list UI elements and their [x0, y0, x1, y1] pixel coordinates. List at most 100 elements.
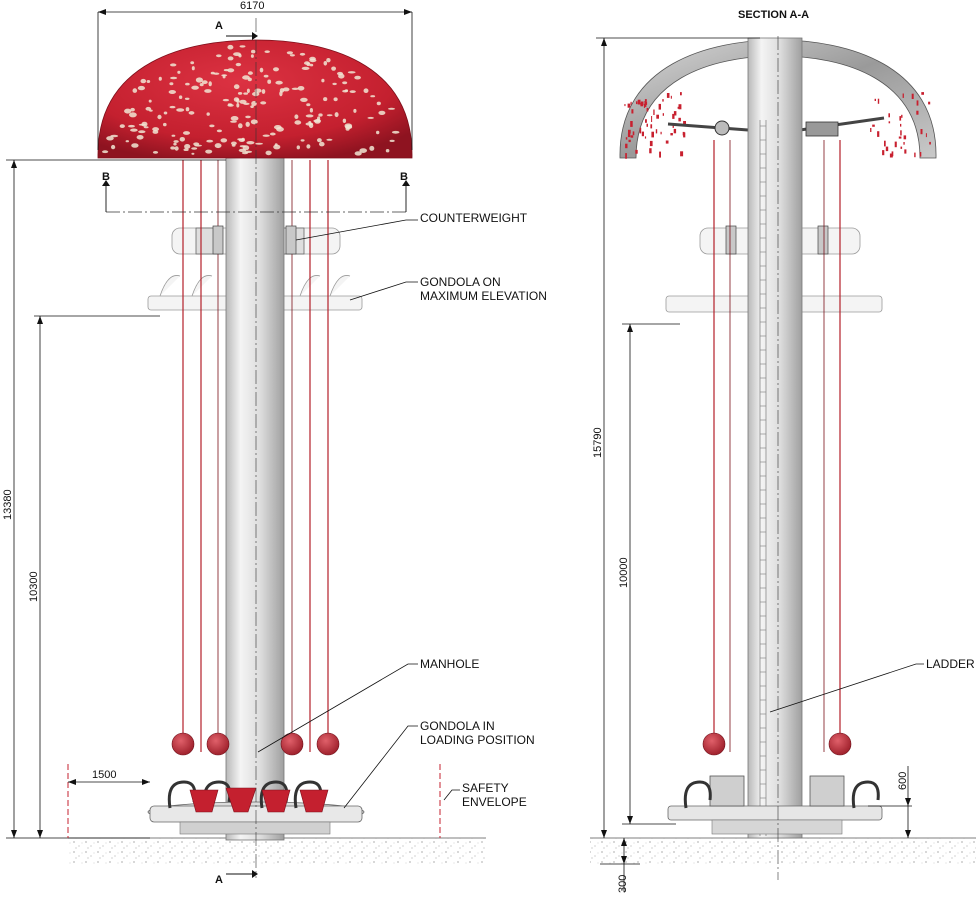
section-cap-mark	[639, 127, 642, 134]
cap-spot	[183, 148, 189, 151]
cap-spot	[233, 52, 241, 56]
cap-spot	[326, 138, 333, 141]
cap-spot	[236, 103, 240, 108]
cap-spot	[291, 87, 299, 91]
section-cap-mark	[635, 149, 638, 154]
cap-spot	[208, 81, 212, 87]
cap-spot	[179, 137, 185, 142]
cap-spot	[119, 124, 125, 128]
cap-spot	[260, 101, 267, 105]
front-view: A A B B 6170	[2, 0, 547, 886]
cap-spot	[216, 129, 222, 133]
section-cap-mark	[900, 146, 903, 149]
safety-offset-label: 1500	[92, 769, 116, 781]
section-gondola-loading	[667, 775, 883, 835]
cap-spot	[354, 75, 361, 80]
section-cap-mark	[670, 133, 673, 136]
cap-spot	[326, 58, 331, 63]
cap-spot	[173, 140, 179, 143]
width-dim-label: 6170	[240, 0, 264, 12]
cap-spot	[294, 114, 299, 119]
section-cap-mark	[680, 151, 684, 157]
ball-right-1	[702, 732, 726, 756]
cap-spot	[279, 91, 283, 97]
cap-spot	[184, 144, 191, 149]
cap-spot	[347, 71, 356, 74]
cap-spot	[246, 141, 255, 145]
cap-spot	[241, 137, 245, 142]
cap-spot	[227, 68, 235, 73]
cap-spot	[111, 144, 116, 150]
height-10300-label: 10300	[28, 571, 40, 602]
section-cap-mark	[900, 130, 902, 136]
cap-spot	[239, 45, 246, 48]
section-cap-mark	[898, 136, 902, 139]
section-cap-mark	[630, 101, 632, 105]
callout-leaders-left	[257, 219, 460, 809]
section-cap-mark	[628, 129, 631, 134]
cap-spot	[146, 80, 151, 83]
cap-spot	[251, 101, 257, 106]
cap-spot	[171, 134, 176, 137]
section-b-line: B B	[102, 171, 410, 213]
cap-spot	[204, 89, 212, 93]
section-cap-mark	[682, 131, 685, 136]
cap-spot	[125, 140, 129, 143]
cap-spot	[230, 120, 237, 123]
cap-spot	[185, 107, 190, 112]
section-column	[747, 37, 803, 839]
foundation-depth-label: 300	[617, 875, 629, 893]
cap-spot	[282, 87, 290, 92]
section-view: SECTION A-A	[590, 9, 976, 893]
cap-spot	[227, 56, 234, 61]
cap-spot	[261, 89, 266, 94]
cap-spot	[323, 97, 328, 102]
width-dimension: 6170	[97, 0, 413, 150]
cap-spot	[141, 121, 148, 127]
section-cap-mark	[672, 125, 674, 128]
section-a-label-bottom: A	[215, 874, 223, 886]
cap-spot	[306, 144, 311, 149]
central-column	[225, 149, 285, 841]
cap-spot	[237, 138, 243, 141]
section-cap-mark	[659, 151, 661, 158]
height-15790-label: 15790	[592, 427, 604, 458]
cap-spot	[227, 44, 234, 50]
cap-spot	[289, 54, 295, 57]
cap-spot	[391, 130, 400, 134]
ladder-leader	[769, 663, 924, 713]
cap-spot	[216, 54, 222, 58]
section-cap-mark	[872, 124, 875, 127]
section-cap-mark	[651, 131, 654, 138]
cap-spot	[342, 81, 348, 85]
cap-spot	[389, 139, 395, 142]
section-cap-mark	[884, 140, 886, 147]
cap-spot	[238, 123, 243, 129]
section-cap-mark	[874, 98, 876, 101]
section-cap-mark	[673, 111, 677, 116]
cap-spot	[331, 66, 336, 71]
cap-spot	[242, 75, 250, 80]
section-cap-mark	[644, 136, 647, 139]
cap-spot	[275, 80, 283, 85]
cap-spot	[245, 115, 251, 119]
section-cap-mark	[899, 116, 902, 121]
section-cap-mark	[672, 113, 675, 119]
cap-spot	[176, 108, 185, 112]
cap-spot	[387, 107, 396, 110]
cap-spot	[309, 56, 316, 61]
section-cap-mark	[644, 99, 647, 102]
section-cap-mark	[644, 101, 648, 105]
section-cap-mark	[650, 124, 653, 129]
cap-spot	[370, 95, 376, 98]
cap-spot	[233, 84, 240, 90]
section-cap-mark	[920, 129, 923, 135]
cap-spot	[199, 83, 204, 87]
cap-spot	[227, 103, 232, 106]
gondola-balls-left	[171, 732, 340, 756]
cap-spot	[158, 76, 162, 81]
cap-spot	[129, 112, 137, 118]
cap-spot	[130, 107, 135, 112]
section-cap-mark	[877, 131, 880, 137]
cap-spot	[214, 143, 222, 149]
